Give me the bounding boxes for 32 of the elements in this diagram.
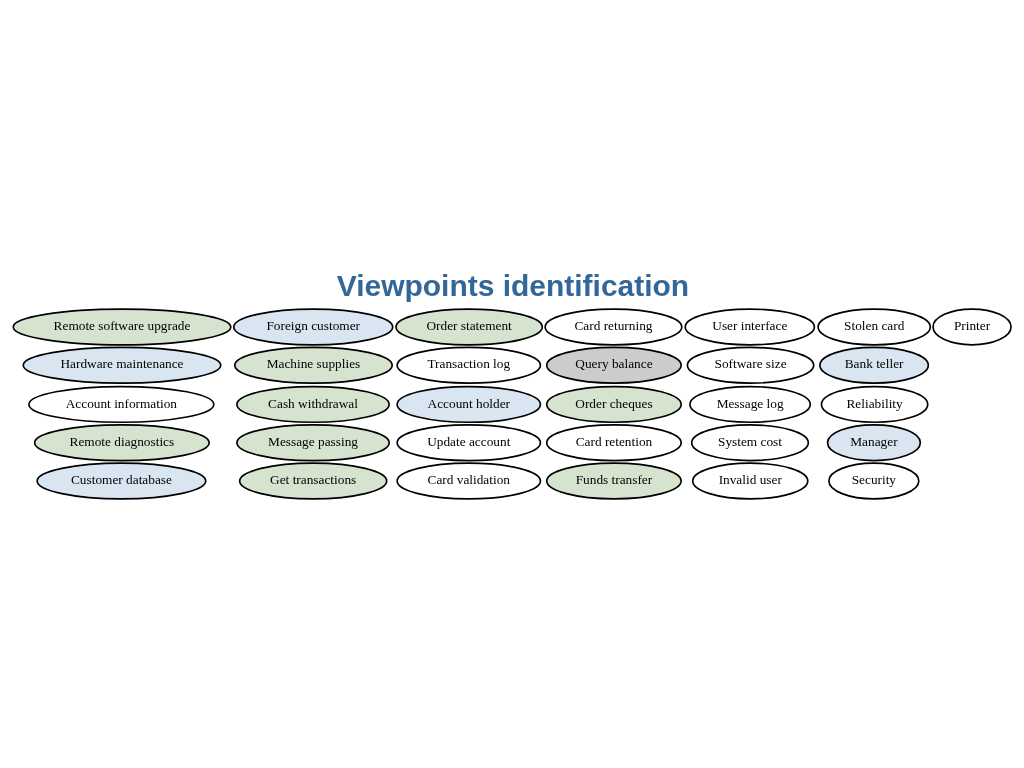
node-ellipse: Message passing: [236, 424, 390, 462]
node-ellipse: Message log: [689, 385, 812, 424]
node-ellipse: Transaction log: [396, 346, 542, 384]
diagram-title: Viewpoints identification: [336, 268, 690, 302]
node-ellipse: Machine supplies: [233, 346, 393, 384]
node-ellipse: Invalid user: [691, 462, 809, 500]
node-ellipse: Hardware maintenance: [22, 346, 222, 384]
node-ellipse: Query balance: [545, 346, 682, 384]
node-ellipse: Card returning: [544, 308, 683, 346]
node-ellipse: Order cheques: [545, 385, 682, 424]
node-ellipse: Stolen card: [817, 308, 932, 346]
node-ellipse: Reliability: [820, 385, 929, 424]
node-ellipse: Printer: [932, 308, 1012, 346]
node-ellipse: Security: [828, 462, 920, 500]
node-ellipse: Account holder: [396, 385, 542, 424]
node-ellipse: Order statement: [395, 308, 544, 346]
node-ellipse: Cash withdrawal: [236, 385, 390, 424]
node-ellipse: Manager: [826, 424, 922, 462]
node-ellipse: User interface: [684, 308, 816, 346]
node-ellipse: System cost: [690, 424, 810, 462]
node-ellipse: Account information: [28, 385, 215, 424]
node-ellipse: Remote diagnostics: [33, 424, 210, 462]
node-ellipse: Get transactions: [238, 462, 388, 500]
node-ellipse: Customer database: [36, 462, 207, 500]
node-ellipse: Bank teller: [819, 346, 930, 384]
node-ellipse: Card retention: [545, 424, 682, 462]
node-ellipse: Card validation: [396, 462, 542, 500]
node-ellipse: Update account: [396, 424, 542, 462]
node-ellipse: Foreign customer: [232, 308, 394, 346]
node-ellipse: Software size: [686, 346, 815, 384]
node-ellipse: Remote software upgrade: [12, 308, 232, 346]
node-ellipse: Funds transfer: [545, 462, 682, 500]
